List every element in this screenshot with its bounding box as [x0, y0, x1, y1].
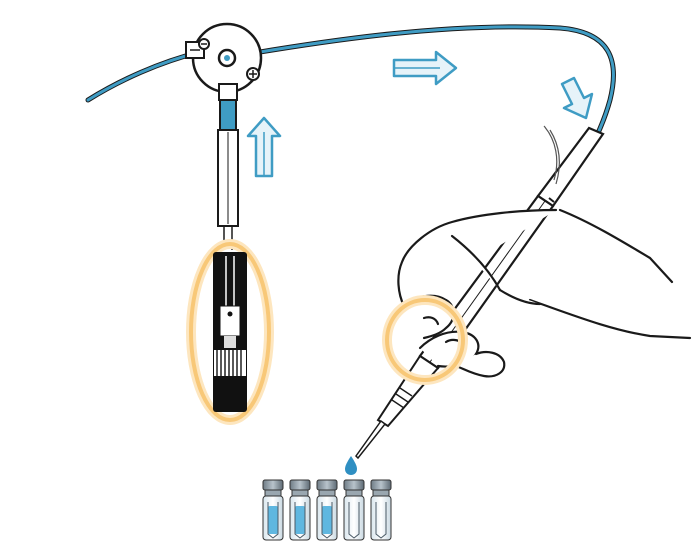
- vial-rack: [262, 479, 392, 541]
- syringe-plunger-connector: [213, 252, 247, 412]
- vial-liquid: [295, 506, 305, 534]
- hand: [397, 208, 692, 378]
- screw-icon: [198, 38, 210, 50]
- vial-liquid: [268, 506, 278, 534]
- vial-icon: [262, 479, 284, 541]
- screw-icon: [246, 67, 260, 81]
- arrow-right-icon: [392, 50, 458, 86]
- vial-icon: [289, 479, 311, 541]
- vial-liquid: [322, 506, 332, 534]
- vial-icon: [343, 479, 365, 541]
- arrow-up-icon: [246, 116, 282, 178]
- vial-icon: [370, 479, 392, 541]
- motion-lines: [543, 125, 560, 185]
- vial-icon: [316, 479, 338, 541]
- droplet-icon: [345, 456, 357, 475]
- tubing: [85, 24, 616, 141]
- arrow-down-icon: [560, 76, 594, 120]
- rotary-valve: [185, 22, 263, 131]
- sampling-pen: [355, 126, 605, 460]
- syringe-barrel: [217, 129, 239, 250]
